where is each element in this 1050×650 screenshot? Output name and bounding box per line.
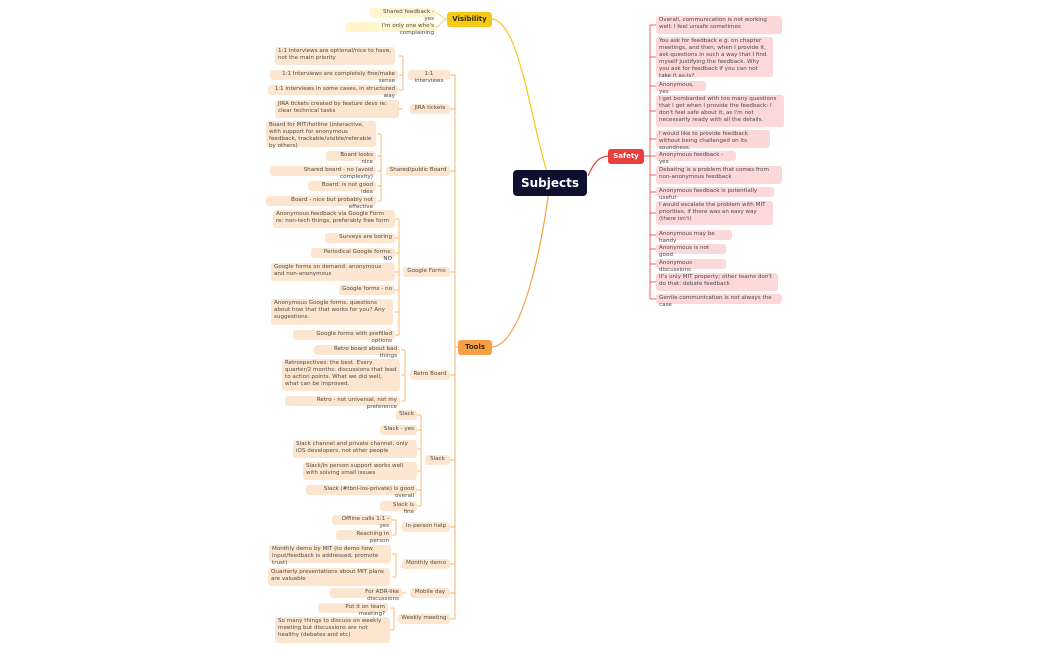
safety-item[interactable]: Anonymous feedback - yes <box>656 151 736 165</box>
tools-item[interactable]: JIRA tickets created by feature devs re:… <box>275 100 399 118</box>
tools-item[interactable]: Put it on team meeting? <box>318 603 388 617</box>
tools-item[interactable]: For ADR-like discussions <box>330 588 402 602</box>
tools-item[interactable]: Board: is not good idea <box>308 181 376 195</box>
tools-group-retro-board[interactable]: Retro Board <box>410 370 450 380</box>
safety-item[interactable]: Debating is a problem that comes from no… <box>656 166 782 184</box>
safety-item[interactable]: You ask for feedback e.g. on chapter mee… <box>656 37 773 79</box>
safety-item[interactable]: Anonymous feedback is potentially useful <box>656 187 774 201</box>
tools-group-mobile-day[interactable]: Mobile day <box>410 588 450 598</box>
tools-item[interactable]: 1:1 interviews are optional/nice to have… <box>275 47 395 65</box>
tools-item[interactable]: Anonymous feedback via Google Form re: n… <box>273 210 395 228</box>
safety-item[interactable]: I would like to provide feedback without… <box>656 130 770 151</box>
safety-item[interactable]: Anonymous may be handy <box>656 230 732 244</box>
tools-item[interactable]: Quarterly presentations about MIT plans … <box>268 568 390 586</box>
tools-item[interactable]: Periodical Google forms: NO <box>311 248 395 262</box>
tools-group-monthly-demo[interactable]: Monthly demo <box>402 559 450 569</box>
branch-tools[interactable]: Tools <box>458 340 492 355</box>
connector-line <box>491 18 551 184</box>
tools-item[interactable]: Board for MIT/hotline (interactive, with… <box>266 121 376 149</box>
tools-item[interactable]: So many things to discuss on weekly meet… <box>275 617 390 643</box>
safety-item[interactable]: It's only MIT property; other teams don'… <box>656 273 778 291</box>
tools-item[interactable]: 1:1 interviews in some cases, in structu… <box>268 85 398 99</box>
tools-item[interactable]: Reaching in person <box>336 530 392 544</box>
tools-item[interactable]: Shared board - no (avoid complexity) <box>270 166 376 180</box>
connector-line <box>587 155 609 177</box>
tools-item[interactable]: Retrospectives: the best. Every quarter/… <box>282 359 400 391</box>
tools-item[interactable]: Board - nice but probably not effective <box>266 196 376 210</box>
tools-group-slack[interactable]: Slack <box>425 455 450 465</box>
tools-group-in-person-help[interactable]: In-person help <box>402 522 450 532</box>
branch-visibility[interactable]: Visibility <box>447 12 492 27</box>
connector-line <box>491 182 551 348</box>
tools-item[interactable]: Surveys are boring <box>325 233 395 243</box>
tools-group-google-forms[interactable]: Google Forms <box>403 267 450 277</box>
tools-group-shared-board[interactable]: Shared/public Board <box>386 166 450 176</box>
tools-group-jira-tickets[interactable]: JIRA tickets <box>410 104 450 114</box>
safety-item[interactable]: I get bombarded with too many questions … <box>656 95 784 127</box>
connector-line <box>435 12 448 20</box>
branch-safety[interactable]: Safety <box>608 149 644 164</box>
tools-item[interactable]: 1:1 Interviews are completely fine/make … <box>270 70 398 84</box>
safety-item[interactable]: Anonymous, yes <box>656 81 706 95</box>
connector-line <box>435 18 448 28</box>
visibility-item[interactable]: Shared feedback - yes <box>370 8 436 22</box>
safety-item[interactable]: I would escalate the problem with MIT pr… <box>656 201 773 225</box>
tools-item[interactable]: Google forms - no <box>339 285 395 295</box>
tools-item[interactable]: Retro board about bad things <box>314 345 400 359</box>
tools-item[interactable]: Google forms on demand: anonymous and no… <box>271 263 395 281</box>
tools-item[interactable]: Anonymous Google forms, questions about … <box>271 299 393 325</box>
tools-item[interactable]: Slack/in person support works well with … <box>303 462 417 480</box>
root-node-subjects[interactable]: Subjects <box>513 170 587 196</box>
tools-group-1on1-interviews[interactable]: 1:1 interviews <box>408 70 450 84</box>
tools-item[interactable]: Slack - yes <box>380 425 417 435</box>
safety-item[interactable]: Anonymous discussions <box>656 259 726 273</box>
tools-item[interactable]: Slack (#tbnl-ios-private) is good overal… <box>306 485 417 499</box>
tools-item[interactable]: Slack is fine <box>380 501 417 515</box>
tools-item[interactable]: Retro - not universal, not my preference <box>285 396 400 410</box>
safety-item[interactable]: Gentle communication is not always the c… <box>656 294 782 308</box>
tools-item[interactable]: Board looks nice <box>326 151 376 165</box>
tools-item[interactable]: Google forms with prefilled options <box>293 330 395 344</box>
safety-item[interactable]: Overall, communication is not working we… <box>656 16 782 34</box>
safety-item[interactable]: Anonymous is not good <box>656 244 726 258</box>
tools-item[interactable]: Offline calls 1:1 - yes <box>332 515 392 529</box>
tools-item[interactable]: Slack <box>396 410 417 420</box>
tools-item[interactable]: Slack channel and private channel, only … <box>293 440 417 458</box>
visibility-item[interactable]: I'm only one who's complaining <box>346 22 436 36</box>
tools-item[interactable]: Monthly demo by MIT (to demo how input/f… <box>269 545 391 566</box>
tools-group-weekly-meeting[interactable]: Weekly meeting <box>398 614 450 624</box>
